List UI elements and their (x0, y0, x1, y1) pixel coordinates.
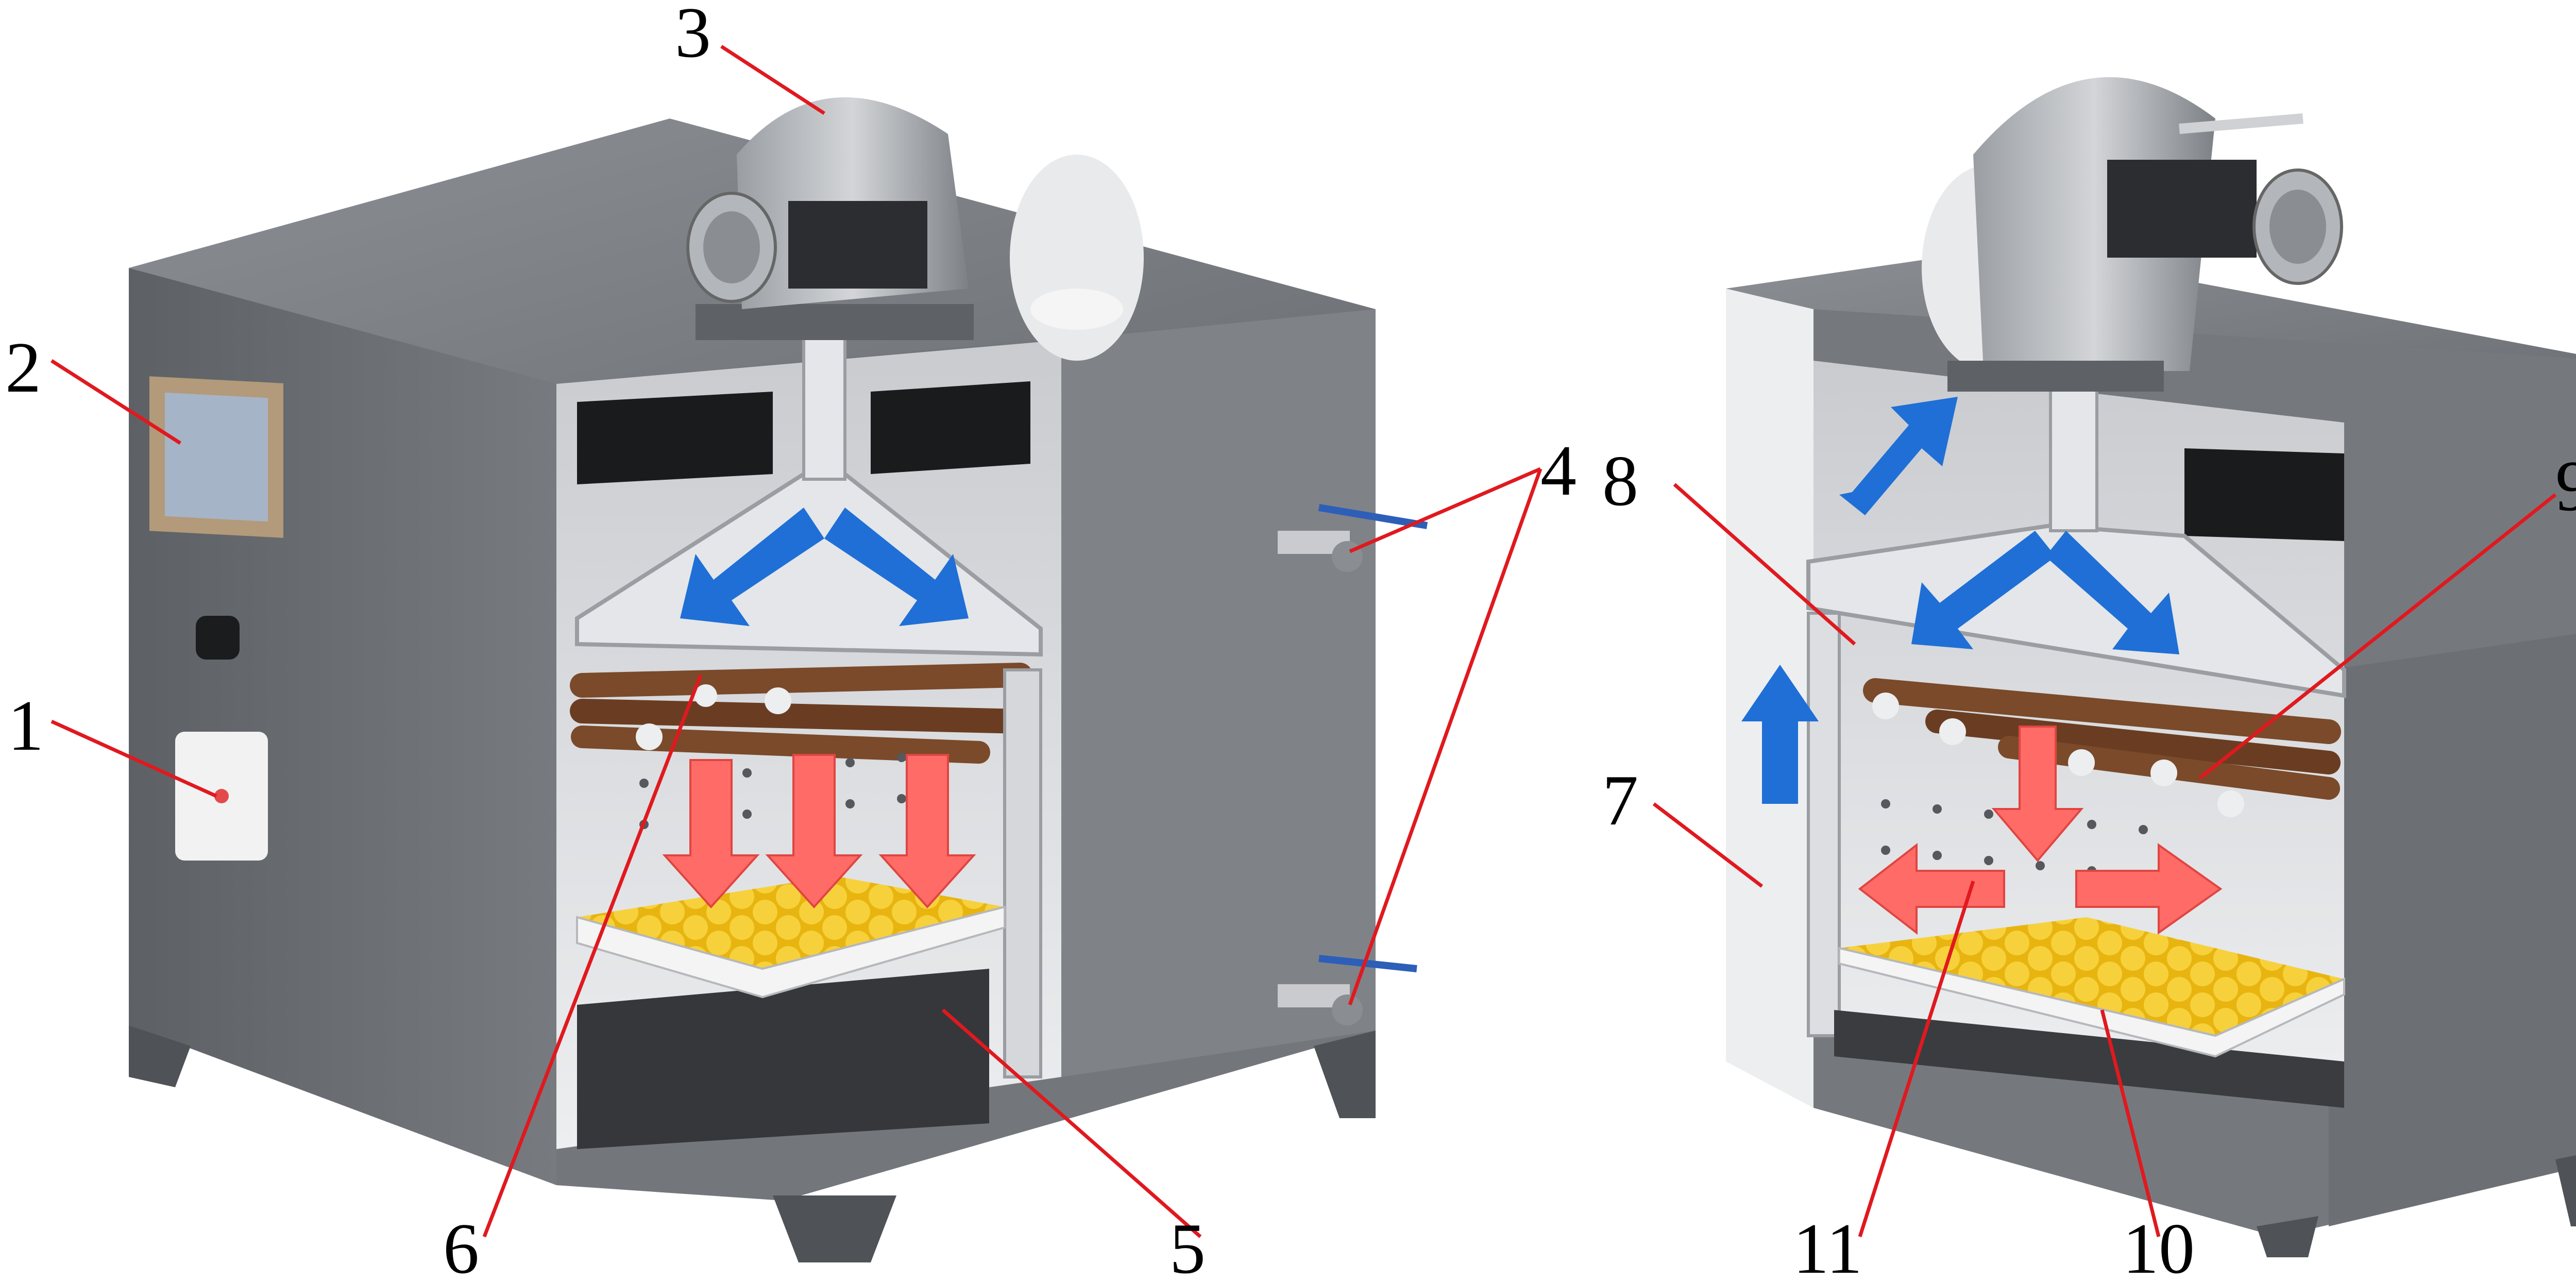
label-1: 1 (8, 686, 44, 766)
left-leg-3 (1314, 1031, 1376, 1118)
left-honeycomb-tray (577, 876, 1005, 969)
leader-3 (720, 45, 825, 115)
left-valve-upper (1278, 504, 1428, 572)
leader-1 (50, 719, 217, 798)
right-duct-opening (2184, 448, 2344, 541)
left-side-channel (1003, 668, 1042, 1078)
leader-8 (1673, 483, 1856, 646)
red-airflow-arrow-icon (878, 754, 976, 908)
leader-2 (50, 359, 181, 445)
left-centrifugal-fan-icon (686, 97, 1144, 361)
left-valve-lower (1278, 955, 1417, 1025)
blue-airflow-arrow-icon (824, 508, 969, 626)
left-dryer-unit (129, 97, 1428, 1262)
right-centrifugal-fan-icon (1922, 77, 2343, 392)
left-fan-duct (802, 328, 846, 481)
leader-10 (2100, 1009, 2161, 1237)
red-airflow-arrow-icon (1991, 726, 2084, 863)
right-tray-plate (1838, 947, 2345, 1058)
right-wood-rods (1863, 678, 2341, 817)
left-wood-rods (570, 663, 1032, 764)
label-3: 3 (675, 0, 711, 73)
leader-lines (50, 45, 2557, 1238)
left-housing-right (1061, 309, 1376, 1077)
left-tray-plate (576, 905, 1006, 999)
left-control-knob (196, 616, 240, 660)
leader-4a (1349, 467, 1541, 553)
right-bottom-chamber (1834, 1010, 2344, 1108)
leader-6 (482, 674, 703, 1238)
red-airflow-arrow-icon (765, 754, 863, 908)
leader-9 (2198, 493, 2557, 780)
blue-airflow-arrow-icon (1911, 531, 2056, 649)
right-leg-2 (2257, 1216, 2318, 1257)
part-labels: 1 2 3 4 5 6 7 8 9 10 11 (5, 0, 2576, 1281)
label-9: 9 (2555, 446, 2576, 526)
right-fan-duct (2049, 380, 2098, 532)
leader-11 (1858, 880, 1975, 1238)
right-inner-wall (1807, 612, 1841, 1037)
left-bottom-chamber (577, 969, 989, 1149)
red-airflow-arrow-icon (1858, 842, 2005, 935)
label-8: 8 (1602, 441, 1638, 521)
blue-airflow-arrow-icon (2045, 531, 2179, 654)
leader-4b (1348, 468, 1543, 1006)
red-airflow-arrow-icon (2075, 843, 2223, 935)
left-leg-2 (773, 1195, 896, 1262)
label-7: 7 (1602, 761, 1638, 840)
label-6: 6 (443, 1209, 479, 1281)
left-inspection-window (165, 392, 268, 522)
blue-airflow-arrow-icon (1839, 397, 1958, 515)
left-indicator-light (214, 789, 229, 803)
left-duct-opening-1 (577, 392, 773, 484)
label-11: 11 (1793, 1209, 1862, 1281)
left-red-airflow-arrows (662, 754, 976, 908)
right-red-airflow-arrows (1858, 726, 2223, 935)
right-dryer-unit (1726, 77, 2576, 1257)
right-honeycomb-tray (1839, 917, 2344, 1036)
right-leg-1 (2555, 1155, 2576, 1226)
leader-5 (941, 1008, 1202, 1238)
red-airflow-arrow-icon (662, 759, 760, 908)
label-5: 5 (1170, 1209, 1206, 1281)
right-blue-airflow-arrows (1741, 397, 2179, 804)
label-4: 4 (1540, 431, 1577, 511)
label-10: 10 (2123, 1209, 2195, 1281)
left-duct-opening-2 (871, 381, 1030, 474)
blue-airflow-arrow-icon (680, 508, 824, 626)
leader-7 (1652, 802, 1764, 888)
label-2: 2 (5, 328, 41, 408)
left-blue-airflow-arrows (680, 508, 969, 626)
right-housing-right (2329, 634, 2576, 1226)
left-leg-1 (129, 1025, 191, 1087)
blue-airflow-arrow-icon (1741, 665, 1819, 804)
